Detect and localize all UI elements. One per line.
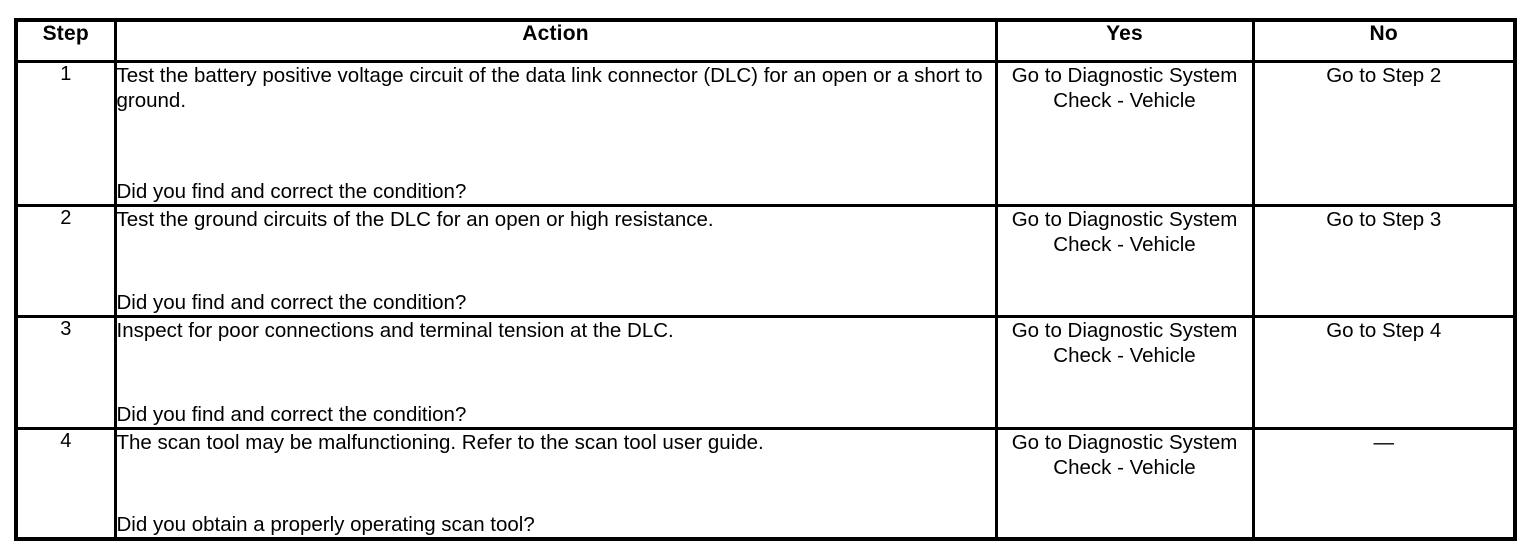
no-result-cell: Go to Step 2 [1251,60,1517,207]
table-header: Step Action Yes No [14,18,1517,63]
action-cell: Inspect for poor connections and termina… [113,315,998,430]
action-question: Did you find and correct the condition? [116,403,467,426]
table-body: 1 Test the battery positive voltage circ… [14,60,1517,541]
action-spacer [117,113,995,179]
action-cell: Test the ground circuits of the DLC for … [113,204,998,318]
action-question: Did you find and correct the condition? [116,291,467,314]
action-question: Did you find and correct the condition? [116,180,467,203]
yes-result-cell: Go to Diagnostic System Check - Vehicle [994,315,1255,430]
action-spacer [117,343,995,402]
column-header-action: Action [113,18,998,63]
action-cell: Test the battery positive voltage circui… [113,60,998,207]
no-result-cell: Go to Step 4 [1251,315,1517,430]
action-instruction: Test the battery positive voltage circui… [116,64,983,112]
action-instruction: Inspect for poor connections and termina… [116,319,674,342]
action-instruction: The scan tool may be malfunctioning. Ref… [116,431,764,454]
column-header-yes: Yes [994,18,1255,63]
yes-result-cell: Go to Diagnostic System Check - Vehicle [994,427,1255,541]
table-row: 4 The scan tool may be malfunctioning. R… [14,427,1517,541]
yes-result-cell: Go to Diagnostic System Check - Vehicle [994,60,1255,207]
table-row: 2 Test the ground circuits of the DLC fo… [14,204,1517,318]
action-question: Did you obtain a properly operating scan… [116,513,535,536]
step-number-cell: 1 [14,60,117,207]
action-spacer [117,232,995,290]
diagnostic-table-container: Step Action Yes No 1 Test the battery po… [14,18,1517,541]
step-number-cell: 3 [14,315,117,430]
yes-result-cell: Go to Diagnostic System Check - Vehicle [994,204,1255,318]
no-result-cell: — [1251,427,1517,541]
step-number-cell: 4 [14,427,117,541]
column-header-step: Step [14,18,117,63]
table-row: 3 Inspect for poor connections and termi… [14,315,1517,430]
action-cell: The scan tool may be malfunctioning. Ref… [113,427,998,541]
action-instruction: Test the ground circuits of the DLC for … [116,208,714,231]
table-row: 1 Test the battery positive voltage circ… [14,60,1517,207]
step-number-cell: 2 [14,204,117,318]
action-spacer [117,455,995,512]
column-header-no: No [1251,18,1517,63]
table-header-row: Step Action Yes No [14,18,1517,63]
no-result-cell: Go to Step 3 [1251,204,1517,318]
diagnostic-procedure-table: Step Action Yes No 1 Test the battery po… [14,18,1517,541]
